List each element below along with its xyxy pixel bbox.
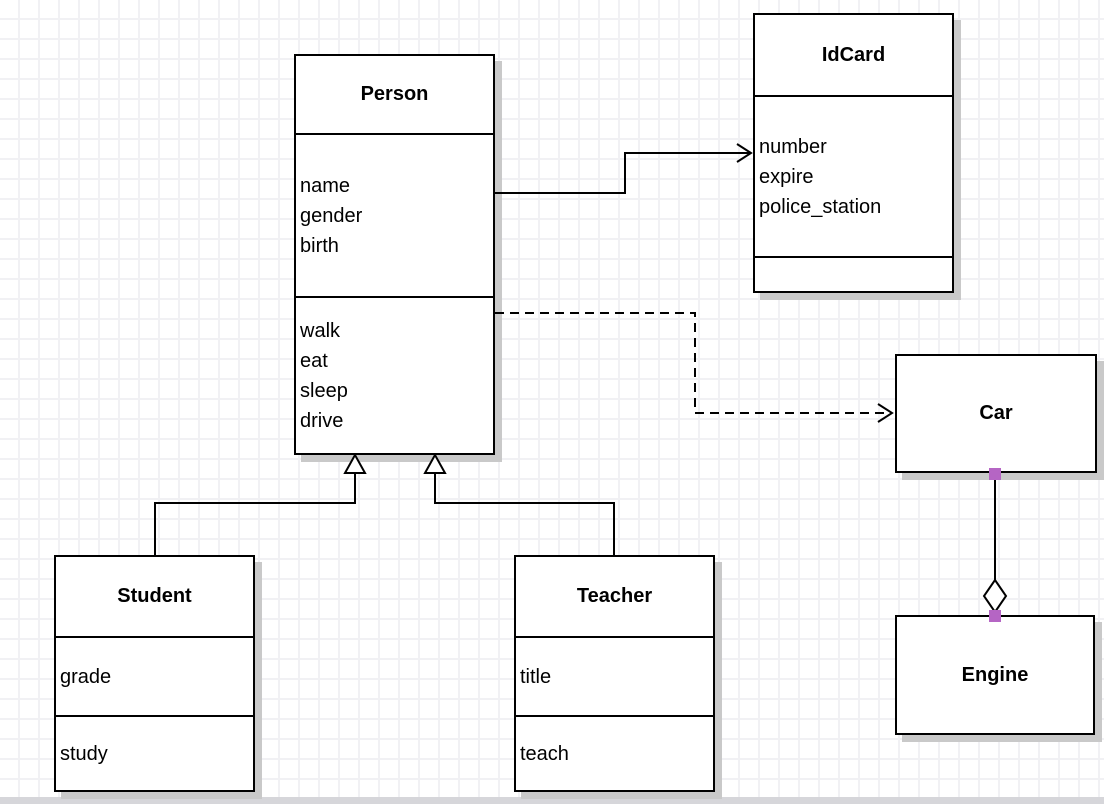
class-teacher-methods: teach <box>516 715 713 790</box>
generalization-teacher-person[interactable] <box>423 452 615 555</box>
class-student-methods: study <box>56 715 253 790</box>
attribute-label: name <box>300 174 351 197</box>
class-teacher[interactable]: Teacher title teach <box>514 555 715 792</box>
hollow-triangle-arrowhead-icon <box>423 452 447 474</box>
hollow-diamond-icon <box>982 578 1008 614</box>
class-student-title: Student <box>117 585 192 607</box>
attribute-label: grade <box>60 665 112 688</box>
attribute-label: title <box>520 665 552 688</box>
class-teacher-title: Teacher <box>576 585 653 607</box>
class-car-title: Car <box>979 402 1013 424</box>
method-label: drive <box>300 409 344 432</box>
attribute-label: police_station <box>759 195 882 218</box>
class-person[interactable]: Person name gender birth walk eat sleep … <box>294 54 495 455</box>
association-person-idcard[interactable] <box>495 143 753 194</box>
method-label: sleep <box>300 379 348 402</box>
class-teacher-attributes: title <box>516 636 713 715</box>
open-arrowhead-icon <box>736 143 753 163</box>
open-arrowhead-icon <box>877 403 894 423</box>
method-label: teach <box>520 742 569 765</box>
class-engine[interactable]: Engine <box>895 615 1095 735</box>
method-label: study <box>60 742 108 765</box>
generalization-student-person[interactable] <box>154 452 367 555</box>
class-person-methods: walk eat sleep drive <box>296 296 493 453</box>
class-engine-title: Engine <box>961 663 1029 686</box>
canvas-page-edge <box>0 797 1104 804</box>
class-idcard-title: IdCard <box>821 43 886 66</box>
method-label: eat <box>300 349 328 372</box>
attribute-label: expire <box>759 165 814 188</box>
aggregation-car-engine[interactable] <box>982 468 1008 622</box>
class-student[interactable]: Student grade study <box>54 555 255 792</box>
class-student-attributes: grade <box>56 636 253 715</box>
method-label: walk <box>300 319 341 342</box>
attribute-label: gender <box>300 204 363 227</box>
class-person-attributes: name gender birth <box>296 133 493 296</box>
class-car[interactable]: Car <box>895 354 1097 473</box>
class-idcard[interactable]: IdCard number expire police_station <box>753 13 954 293</box>
dependency-person-car[interactable] <box>495 312 894 423</box>
class-person-title: Person <box>360 83 429 105</box>
hollow-triangle-arrowhead-icon <box>343 452 367 474</box>
class-idcard-methods <box>755 256 952 291</box>
class-idcard-attributes: number expire police_station <box>755 95 952 256</box>
attribute-label: birth <box>300 234 339 257</box>
attribute-label: number <box>759 135 827 158</box>
